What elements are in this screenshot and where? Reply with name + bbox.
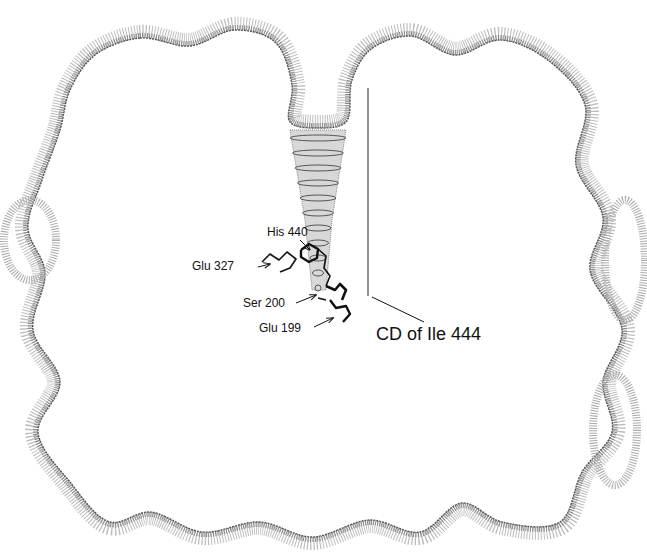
residue-label: Glu 199 [259,322,301,334]
surface-lobe [605,200,645,320]
residue-sticks [318,249,330,286]
residue-sticks [262,252,296,272]
gorge-ring [295,165,341,171]
axis-line [368,88,369,296]
surface-band [28,30,622,537]
gorge-funnel [290,130,346,290]
leader-line [300,240,310,250]
gorge-ring [290,135,346,141]
gorge-ring [313,270,324,276]
gorge-ring [305,225,331,231]
residue-sticks [318,298,326,300]
residue-sticks [301,244,318,262]
residue-label: Ser 200 [243,297,285,309]
surface-lobe [4,200,56,280]
leader-line [296,295,316,303]
leader-line [258,264,270,267]
atom-label: CD of Ile 444 [376,325,481,343]
residue-label: His 440 [267,226,308,238]
gorge-ring [303,210,334,216]
surface-edge [28,30,622,537]
residue-sticks [330,300,350,322]
gorge-ring [300,195,336,201]
gorge-ring [293,150,344,156]
residue-label: Glu 327 [192,260,234,272]
residue-sticks [326,284,346,300]
surface-band [28,30,622,537]
leader-line [372,297,424,322]
leader-line [314,318,333,327]
gorge-ring [298,180,339,186]
surface-lobe [593,375,637,485]
gorge-ring [315,285,321,291]
